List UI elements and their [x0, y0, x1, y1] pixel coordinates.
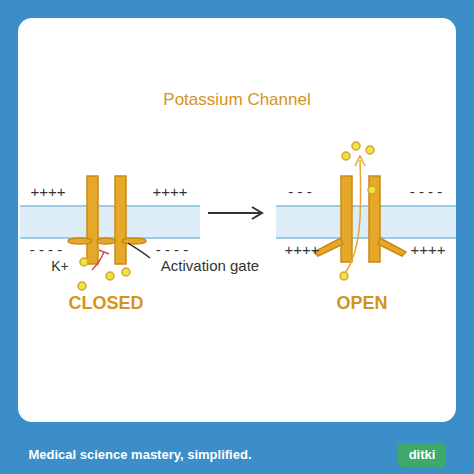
- charge-sign: ++++: [284, 242, 319, 259]
- membrane: [20, 206, 456, 238]
- transition-arrow: [208, 207, 262, 219]
- card: [18, 18, 456, 422]
- potassium-ion: [340, 142, 376, 280]
- charge-sign: - - - -: [30, 242, 62, 259]
- diagram-title: Potassium Channel: [163, 91, 310, 110]
- footer-text: Medical science mastery, simplified.: [28, 448, 251, 462]
- charge-sign: ++++: [410, 242, 445, 259]
- leader-line: [128, 243, 150, 258]
- state-label: CLOSED: [68, 294, 143, 314]
- flow-arrow: [346, 160, 361, 272]
- state-label: OPEN: [336, 294, 387, 314]
- ion-label: K+: [51, 259, 69, 274]
- charge-sign: - - - -: [156, 242, 188, 259]
- potassium-ion: [78, 258, 130, 290]
- charge-sign: ++++: [30, 184, 65, 201]
- charge-sign: - - - -: [410, 184, 442, 201]
- gate-label: Activation gate: [161, 258, 259, 275]
- closed-channel: [68, 176, 146, 264]
- charge-sign: - - -: [288, 184, 311, 201]
- flow-arrow: [355, 156, 365, 166]
- charge-sign: ++++: [152, 184, 187, 201]
- logo-text: ditki: [409, 448, 436, 462]
- logo-box: [398, 443, 446, 467]
- inhibition-mark: [92, 250, 109, 270]
